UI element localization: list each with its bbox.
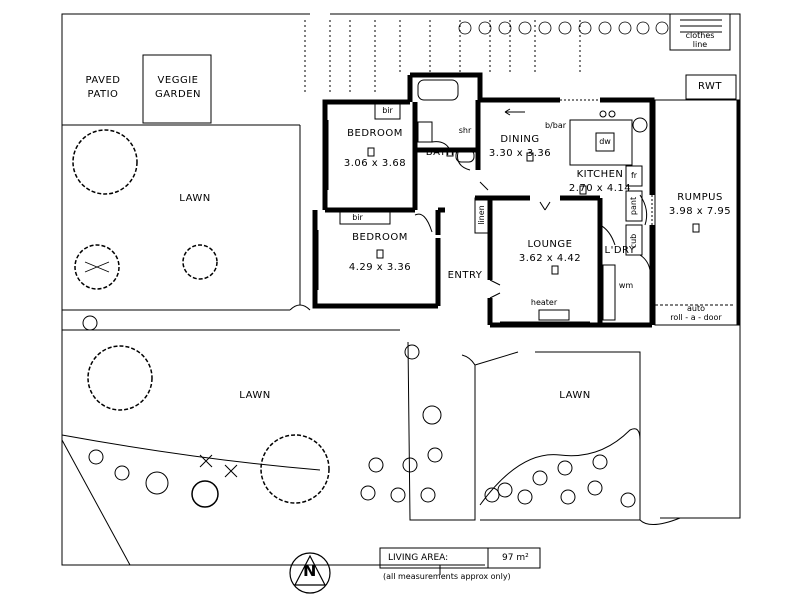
pantry-label: pant <box>629 196 638 216</box>
bbar-label: b/bar <box>544 121 567 130</box>
interior-fixtures <box>317 79 653 323</box>
bath-label: BATH <box>425 147 455 158</box>
bedroom2-label: BEDROOM 4.29 x 3.36 <box>348 232 412 273</box>
bir1-label: bir <box>382 106 393 115</box>
laundry-label: L'DRY <box>604 245 636 256</box>
linen-label: linen <box>477 205 486 225</box>
lawn-upper-label: LAWN <box>179 193 211 204</box>
wm-label: wm <box>618 281 634 290</box>
rwt-label: RWT <box>697 81 723 92</box>
cub-label: cub <box>629 233 638 249</box>
compass-icon <box>289 552 331 594</box>
kitchen-label: KITCHEN 2.70 x 4.14 <box>568 169 632 194</box>
measurement-note: (all measurements approx only) <box>383 572 511 581</box>
lawn-left-label: LAWN <box>239 390 271 401</box>
entry-label: ENTRY <box>447 270 483 281</box>
dw-label: dw <box>599 137 611 146</box>
rumpus-label: RUMPUS 3.98 x 7.95 <box>668 192 732 217</box>
room-markers <box>367 147 700 275</box>
lounge-label: LOUNGE 3.62 x 4.42 <box>518 239 582 264</box>
lawn-right-label: LAWN <box>559 390 591 401</box>
living-area-value: 97 m² <box>502 553 529 563</box>
bedroom1-label: BEDROOM 3.06 x 3.68 <box>343 128 407 169</box>
compass-letter: N <box>303 561 317 580</box>
house-walls <box>312 72 655 328</box>
trees <box>72 129 330 508</box>
shrubs <box>82 315 641 508</box>
dining-label: DINING 3.30 x 3.36 <box>488 134 552 159</box>
heater-label: heater <box>530 298 558 307</box>
shr-label: shr <box>458 126 472 135</box>
fr-label: fr <box>630 171 638 180</box>
bir2-label: bir <box>352 213 363 222</box>
legend-box <box>379 547 541 569</box>
living-area-label: LIVING AREA: <box>388 553 449 563</box>
